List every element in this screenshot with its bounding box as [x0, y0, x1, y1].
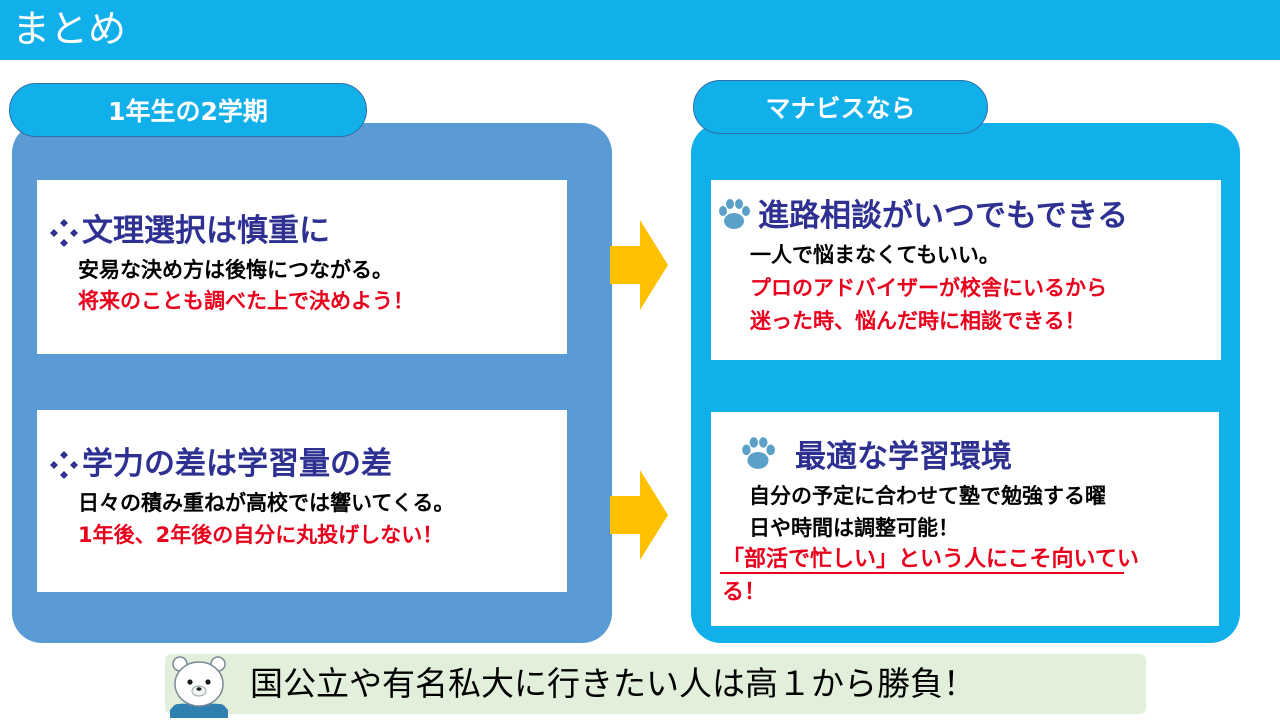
card3-line3: 迷った時、悩んだ時に相談できる！	[750, 309, 1086, 333]
diamond-sparkle-icon	[50, 451, 78, 479]
right-arrow-icon	[610, 470, 668, 560]
card1-heading: 文理選択は慎重に	[82, 213, 330, 249]
right-arrow-icon	[610, 220, 668, 310]
card2-line2: 1年後、2年後の自分に丸投げしない！	[78, 523, 444, 547]
card1-line2: 将来のことも調べた上で決めよう！	[78, 289, 414, 313]
card4-line3: 「部活で忙しい」という人にこそ向いてい	[722, 547, 1139, 572]
paw-icon	[719, 199, 750, 229]
card-study-amount	[37, 410, 567, 592]
card4-heading: 最適な学習環境	[795, 439, 1012, 475]
card4-line4: る！	[722, 580, 767, 605]
emphasis-underline	[720, 572, 1124, 574]
diamond-sparkle-icon	[50, 219, 78, 247]
tab-manabis: マナビスなら	[693, 80, 988, 134]
card4-line1: 自分の予定に合わせて塾で勉強する曜	[749, 484, 1106, 508]
card1-line1: 安易な決め方は後悔につながる。	[78, 258, 393, 282]
card3-heading: 進路相談がいつでもできる	[758, 198, 1129, 234]
page-title: まとめ	[12, 7, 127, 51]
card-career-consultation	[711, 180, 1221, 360]
conclusion-text: 国公立や有名私大に行きたい人は高１から勝負！	[250, 664, 976, 703]
paw-icon	[742, 437, 775, 469]
title-bar	[0, 0, 1280, 60]
conclusion-bar	[165, 654, 1146, 714]
card2-line1: 日々の積み重ねが高校では響いてくる。	[78, 491, 455, 515]
card-learning-environment	[711, 412, 1219, 626]
card3-line1: 一人で悩まなくてもいい。	[750, 243, 1000, 267]
card-course-selection	[37, 180, 567, 354]
card2-heading: 学力の差は学習量の差	[82, 446, 392, 482]
card4-line2: 日や時間は調整可能！	[749, 516, 959, 540]
polar-bear-mascot-icon	[170, 656, 228, 718]
tab-first-year-second-term: 1年生の2学期	[9, 83, 367, 137]
card3-line2: プロのアドバイザーが校舎にいるから	[750, 276, 1107, 300]
